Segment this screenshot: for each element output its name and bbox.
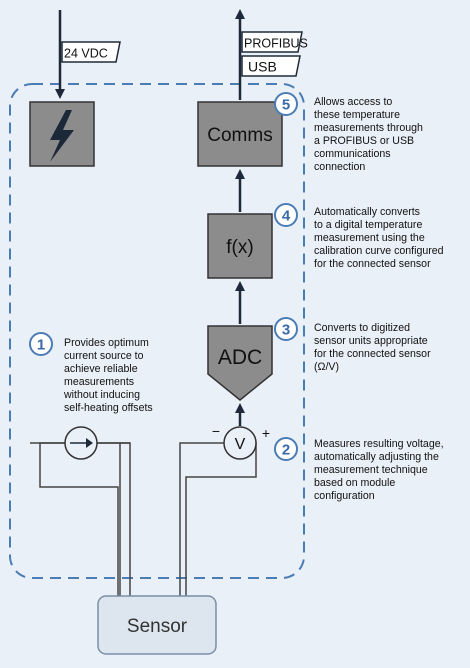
step-5-description: Allows access to these temperature measu… <box>314 96 423 173</box>
lightning-bolt-icon <box>50 110 74 162</box>
step-badge-2: 2 <box>274 437 298 461</box>
sensor-box <box>97 595 217 655</box>
power-input-label: 24 VDC <box>64 47 108 61</box>
svg-text:3: 3 <box>282 322 290 339</box>
comms-label: Comms <box>207 125 272 146</box>
step-2-description: Measures resulting voltage, automaticall… <box>314 438 444 502</box>
voltmeter-minus: − <box>212 423 220 439</box>
step-1-description: Provides optimum current source to achie… <box>64 337 153 414</box>
step-badge-1: 1 <box>29 332 53 356</box>
adc-block <box>207 325 273 401</box>
power-block <box>29 101 95 167</box>
profibus-tag: PROFIBUS <box>241 31 308 53</box>
svg-text:2: 2 <box>282 442 290 459</box>
step-3-description: Converts to digitized sensor units appro… <box>314 322 431 373</box>
profibus-label: PROFIBUS <box>244 37 308 51</box>
sensor-label: Sensor <box>127 616 188 637</box>
voltmeter-label: V <box>235 436 246 453</box>
function-block <box>207 213 273 279</box>
sensor-wiring <box>30 442 257 596</box>
adc-label: ADC <box>218 346 262 369</box>
current-arrow-icon <box>70 438 93 448</box>
svg-text:4: 4 <box>282 208 291 225</box>
voltmeter-plus: + <box>262 425 270 441</box>
usb-label: USB <box>248 59 277 75</box>
module-boundary <box>9 83 305 579</box>
step-badge-5: 5 <box>274 92 298 116</box>
step-badge-4: 4 <box>274 203 298 227</box>
comms-block <box>197 101 283 167</box>
function-label: f(x) <box>226 237 253 258</box>
voltmeter <box>223 426 257 460</box>
usb-tag: USB <box>241 55 301 77</box>
svg-text:1: 1 <box>37 337 45 354</box>
power-input-tag: 24 VDC <box>61 41 121 63</box>
step-badge-3: 3 <box>274 317 298 341</box>
step-4-description: Automatically converts to a digital temp… <box>314 206 444 270</box>
svg-text:5: 5 <box>282 97 290 114</box>
